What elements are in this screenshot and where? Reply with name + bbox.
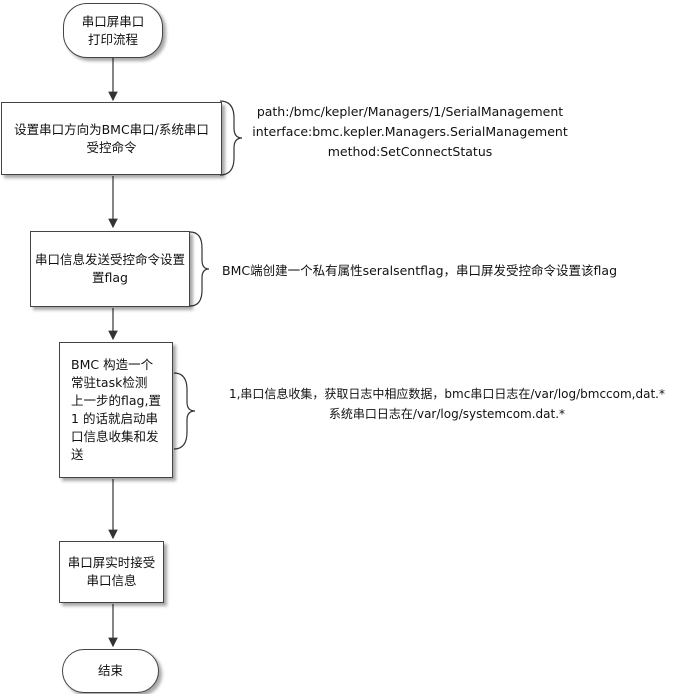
end-node: 结束 xyxy=(62,649,159,693)
annotation-path-interface-method: path:/bmc/kepler/Managers/1/SerialManage… xyxy=(252,104,568,159)
step2-node: 串口信息发送受控命令设置 置flag xyxy=(30,231,190,307)
annotation-seralsentflag: BMC端创建一个私有属性seralsentflag，串口屏发受控命令设置该fla… xyxy=(222,263,618,278)
step4-label: 串口屏实时接受 串口信息 xyxy=(67,555,156,588)
start-label: 串口屏串口 打印流程 xyxy=(81,13,145,47)
annotation-log-collection: 1,串口信息收集，获取日志中相应数据，bmc串口日志在/var/log/bmcc… xyxy=(228,387,665,421)
step3-label: BMC 构造一个 常驻task检测 上一步的flag,置 1 的话就启动串 口信… xyxy=(71,357,161,462)
step1-label: 设置串口方向为BMC串口/系统串口 受控命令 xyxy=(14,121,209,155)
end-label: 结束 xyxy=(97,663,123,678)
brace-note2 xyxy=(189,231,210,307)
brace-note3 xyxy=(173,372,196,450)
step2-label: 串口信息发送受控命令设置 置flag xyxy=(35,252,186,285)
step1-node: 设置串口方向为BMC串口/系统串口 受控命令 xyxy=(1,102,222,175)
brace-note1 xyxy=(219,100,243,176)
step4-node: 串口屏实时接受 串口信息 xyxy=(59,541,164,603)
start-node: 串口屏串口 打印流程 xyxy=(63,3,163,58)
step3-node: BMC 构造一个 常驻task检测 上一步的flag,置 1 的话就启动串 口信… xyxy=(59,342,173,478)
